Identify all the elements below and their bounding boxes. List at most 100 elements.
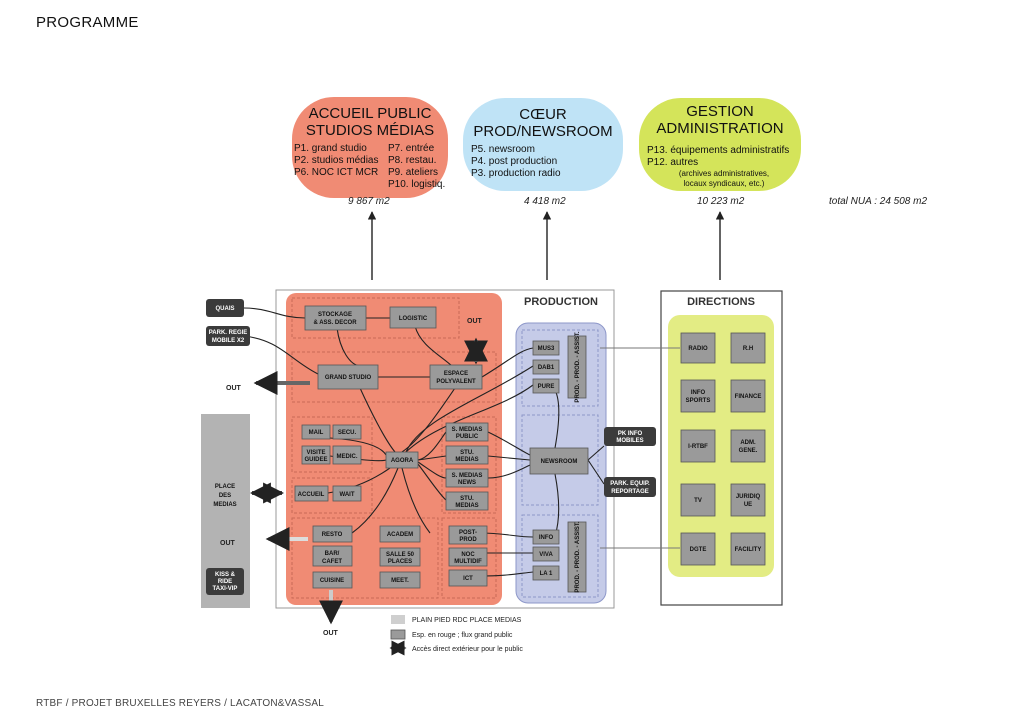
stockage-label-1: STOCKAGE [318,312,352,318]
visite-label-2: GUIDEE [304,457,327,463]
coeur-line: P4. post production [471,156,558,167]
newsroom-label: NEWSROOM [541,459,578,465]
info-sports-label-1: INFO [691,390,706,396]
accueil-line: P10. logistiq. [388,179,446,190]
legend-swatch-1 [391,615,405,624]
legend-item-1: PLAIN PIED RDC PLACE MEDIAS [412,617,522,624]
stu-medias-2-label-1: STU. [460,496,474,502]
bar-label-1: BAR/ [325,551,340,557]
gestion-title-2: ADMINISTRATION [656,120,784,137]
grand-studio-label: GRAND STUDIO [325,375,372,381]
finance-label: FINANCE [735,394,762,400]
diagram-label: PK INFO [618,431,643,437]
irtbf-label: I-RTBF [688,444,708,450]
pure-label: PURE [538,384,555,390]
diagram-label: TAXI-VIP [213,586,238,592]
juridique-label-2: UE [744,502,752,508]
gestion-note: (archives administratives, [678,169,770,178]
diagram-label: REPORTAGE [611,489,649,495]
mail-label: MAIL [309,430,324,436]
gestion-line: P13. équipements administratifs [647,145,790,156]
coeur-line: P3. production radio [471,168,561,179]
smedias-public-label-2: PUBLIC [456,434,479,440]
out-label-2: OUT [220,540,236,547]
noc-label-2: MULTIDIF [454,559,482,565]
meet-label: MEET. [391,578,409,584]
out-label-4: OUT [467,318,483,325]
accueil-line: P8. restau. [388,155,437,166]
accueil-title-2: STUDIOS MÉDIAS [305,122,435,139]
salle-label-2: PLACES [388,559,412,565]
accueil-line: P9. ateliers [388,167,439,178]
viva-label: VIVA [539,552,553,558]
out-label-1: OUT [226,385,242,392]
pk-info-box: PK INFO MOBILES [604,427,656,446]
diagram-label: MOBILE X2 [212,338,245,344]
directions-title: DIRECTIONS [687,296,755,308]
mus3-label: MUS3 [538,346,555,352]
quais-box: QUAIS [206,299,244,317]
radio-label: RADIO [688,346,708,352]
espace-label-1: ESPACE [444,371,468,377]
smedias-public-label-1: S. MEDIAS [452,427,483,433]
coeur-title-2: PROD/NEWSROOM [473,123,613,140]
academ-label: ACADEM [387,532,413,538]
place-medias-label-1: PLACE [215,484,235,490]
park-equip-box: PARK. EQUIP. REPORTAGE [604,477,656,497]
accueil-bubble: ACCUEIL PUBLIC STUDIOS MÉDIAS P1. grand … [292,97,448,198]
stu-medias-1-label-1: STU. [460,450,474,456]
production-title: PRODUCTION [524,296,598,308]
diagram-label: PARK. EQUIP. [610,481,650,487]
postprod-label-2: PROD [459,537,477,543]
accueil-line: P1. grand studio [294,143,367,154]
accueil-area: 9 867 m2 [348,196,390,207]
stockage-label-2: & ASS. DECOR [313,320,357,326]
legend-item-2: Esp. en rouge ; flux grand public [412,632,513,639]
adm-label-2: GENE. [739,448,758,454]
coeur-area: 4 418 m2 [524,196,566,207]
stu-medias-2-label-2: MEDIAS [455,503,478,509]
rh-label: R.H [743,346,753,352]
accueil-line: P7. entrée [388,143,435,154]
place-medias-label-3: MEDIAS [213,502,236,508]
smedias-news-label-1: S. MEDIAS [452,473,483,479]
tv-label: TV [694,498,702,504]
page-title: PROGRAMME [36,14,139,31]
resto-label: RESTO [322,532,343,538]
bar-label-2: CAFET [322,559,342,565]
total-area: total NUA : 24 508 m2 [829,196,928,207]
gestion-bubble: GESTION ADMINISTRATION P13. équipements … [639,98,801,191]
prod-vertical-label-1: PROD. - PROD. - ASSIST. [575,331,581,402]
dgte-label: DGTE [690,547,707,553]
noc-label-1: NOC [461,552,475,558]
coeur-title-1: CŒUR [519,106,567,123]
stu-medias-1-label-2: MEDIAS [455,457,478,463]
out-label-3: OUT [323,630,339,637]
facility-label: FACILITY [735,547,762,553]
diagram-label: PARK. REGIE [209,330,248,336]
smedias-news-label-2: NEWS [458,480,476,486]
la1-label: LA 1 [540,571,553,577]
accueil-line: P2. studios médias [294,155,379,166]
salle-label-1: SALLE 50 [386,552,415,558]
info-sports-label-2: SPORTS [686,398,711,404]
place-medias-label-2: DES [219,493,231,499]
espace-label-2: POLYVALENT [436,379,476,385]
footer: RTBF / PROJET BRUXELLES REYERS / LACATON… [36,698,325,709]
prod-vertical-label-2: PROD. - PROD. - ASSIST. [575,521,581,592]
accueil-box-label: ACCUEIL [298,492,325,498]
gestion-area: 10 223 m2 [697,196,745,207]
medic-label: MEDIC. [337,454,358,460]
juridique-label-1: JURIDIQ [736,494,761,500]
agora-label: AGORA [391,458,414,464]
accueil-line: P6. NOC ICT MCR [294,167,379,178]
gestion-title-1: GESTION [686,103,754,120]
diagram-label: RIDE [218,579,232,585]
visite-label-1: VISITE [306,450,325,456]
info-label: INFO [539,535,554,541]
gestion-line: P12. autres [647,157,699,168]
wait-label: WAIT [340,492,355,498]
kiss-ride-box: KISS & RIDE TAXI-VIP [206,568,244,595]
legend-swatch-2 [390,629,406,640]
